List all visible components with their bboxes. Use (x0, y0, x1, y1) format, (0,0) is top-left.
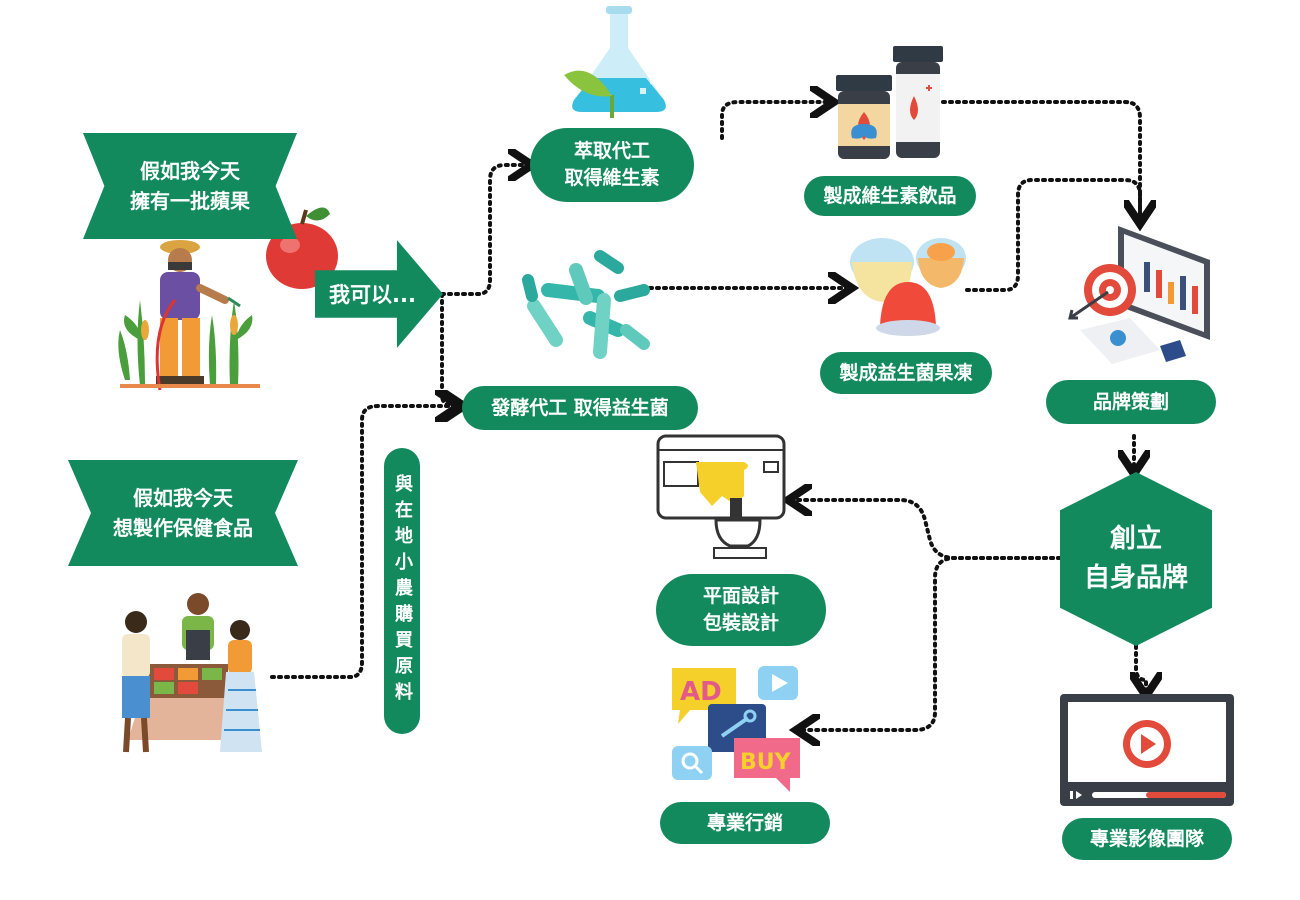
video-player-icon (1060, 694, 1234, 806)
fermentation-pill: 發酵代工 取得益生菌 (462, 386, 698, 430)
connector-create-to-graphic (792, 500, 1062, 560)
connector-local-to-fermentation (270, 406, 455, 679)
marketing-buy-text: BUY (740, 750, 792, 775)
brand-planning-pill: 品牌策劃 (1046, 380, 1216, 424)
graphic-design-pill: 平面設計 包裝設計 (656, 574, 826, 646)
create-brand-hexagon: 創立 自身品牌 (1060, 472, 1212, 646)
paint-roller-webpage-icon (656, 434, 786, 559)
jelly-cups-icon (850, 238, 966, 336)
connector-arrow-to-extraction (440, 165, 528, 296)
bacteria-icon (522, 250, 650, 359)
vitamin-drink-pill: 製成維生素飲品 (804, 176, 976, 216)
local-purchase-pill: 與在地小農購買原料 (384, 448, 420, 734)
vitamin-bottles-icon (836, 46, 943, 159)
monitor-chart-target-icon (1068, 226, 1210, 364)
probiotic-jelly-pill: 製成益生菌果凍 (820, 352, 992, 394)
connector-arrow-to-fermentation (440, 292, 460, 406)
connector-jelly-to-brand (965, 178, 1140, 292)
connector-extraction-to-vitamin (720, 102, 830, 140)
marketing-pill: 專業行銷 (660, 802, 830, 844)
marketing-ad-icons: AD BUY (672, 666, 800, 792)
video-team-pill: 專業影像團隊 (1062, 818, 1232, 860)
extraction-pill: 萃取代工 取得維生素 (530, 128, 694, 202)
flask-leaf-icon (564, 6, 666, 118)
market-scene-icon (122, 593, 262, 753)
connector-create-to-marketing (800, 556, 1062, 730)
connector-create-to-video (1136, 644, 1146, 692)
health-food-banner: 假如我今天 想製作保健食品 (68, 460, 298, 566)
connector-vitamin-to-brand (941, 100, 1140, 220)
farmer-watering-icon (118, 240, 260, 391)
marketing-ad-text: AD (680, 677, 722, 707)
apple-banner: 假如我今天 擁有一批蘋果 (83, 133, 297, 239)
